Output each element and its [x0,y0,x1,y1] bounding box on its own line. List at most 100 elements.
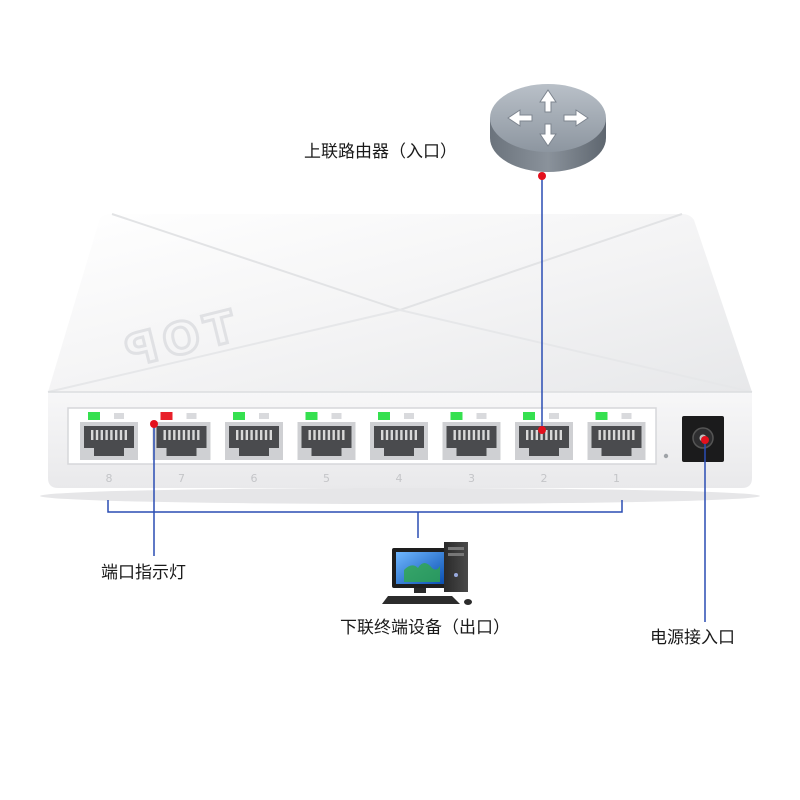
port-pin [105,430,108,440]
port-pin [182,430,186,440]
label-downlink-device: 下联终端设备（出口） [340,618,510,638]
port-led-6 [233,412,245,420]
callout-uplink [538,172,546,434]
port-pin [100,430,103,440]
port-pin [545,430,548,440]
port-led-secondary [476,413,487,419]
port-pin [115,430,118,440]
port-pin [535,430,538,440]
port-pin [187,430,190,440]
port-pin [177,430,181,440]
switch-top-face [48,214,752,392]
port-pin [250,430,253,440]
port-number-label: 4 [396,472,403,485]
port-pin [530,430,534,440]
port-pin [192,430,195,440]
callout-power [701,436,709,622]
port-pin [124,430,127,440]
port-pin [260,430,263,440]
label-power-input: 电源接入口 [650,628,735,648]
port-number-label: 8 [106,472,113,485]
port-pin [91,430,94,440]
port-led-4 [378,412,390,420]
port-number-label: 1 [613,472,620,485]
port-led-5 [305,412,318,420]
power-led [663,453,669,459]
label-port-indicator: 端口指示灯 [101,563,186,583]
port-pin [608,430,611,440]
port-pin [322,430,326,440]
port-pin [342,430,345,440]
ethernet-port-5[interactable] [297,412,356,460]
port-led-secondary [549,413,559,419]
port-led-8 [88,412,100,420]
port-pin [264,430,268,440]
port-pin [313,430,316,440]
port-pin [472,430,476,440]
port-pin [245,430,248,440]
port-pin [236,430,239,440]
port-pin [390,430,393,440]
router-icon [490,84,606,172]
ethernet-port-2[interactable] [515,412,573,460]
port-pin [550,430,553,440]
port-led-2 [523,412,535,420]
ethernet-port-1[interactable] [587,412,646,460]
ethernet-port-6[interactable] [225,412,283,460]
port-number-label: 5 [323,472,330,485]
port-pin [318,430,321,440]
desktop-computer-icon [382,542,472,605]
port-led-3 [450,412,463,420]
port-number-label: 6 [251,472,258,485]
port-pin [603,430,606,440]
port-number-label: 7 [178,472,185,485]
port-pin [414,430,417,440]
port-pin [400,430,403,440]
port-led-secondary [404,413,414,419]
port-led-secondary [331,413,342,419]
port-pin [168,430,171,440]
port-pin [482,430,485,440]
ethernet-port-3[interactable] [442,412,501,460]
port-pin [598,430,601,440]
port-led-secondary [186,413,197,419]
port-pin [554,430,558,440]
port-pin [467,430,471,440]
port-pin [559,430,562,440]
port-pin [395,430,398,440]
port-pin [327,430,331,440]
ethernet-port-8[interactable] [80,412,138,460]
port-pin [463,430,466,440]
port-pin [308,430,311,440]
ethernet-port-4[interactable] [370,412,428,460]
port-pin [617,430,621,440]
port-pin [487,430,490,440]
port-led-1 [595,412,608,420]
ethernet-port-7[interactable] [152,412,211,460]
label-uplink-router: 上联路由器（入口） [304,142,457,162]
port-pin [622,430,625,440]
port-pin [381,430,384,440]
port-pin [255,430,258,440]
port-pin [540,430,543,440]
port-pin [409,430,413,440]
port-pin [173,430,176,440]
downlink-bracket [107,500,623,538]
port-led-secondary [114,413,124,419]
port-number-label: 3 [468,472,475,485]
port-led-secondary [259,413,269,419]
port-pin [612,430,616,440]
port-pin [95,430,99,440]
port-pin [197,430,200,440]
port-pin [240,430,244,440]
port-pin [269,430,272,440]
port-pin [627,430,630,440]
port-pin [632,430,635,440]
port-pin [337,430,340,440]
port-pin [458,430,461,440]
callout-port-led [150,420,158,556]
port-pin [453,430,456,440]
port-number-label: 2 [541,472,548,485]
port-led-secondary [621,413,632,419]
port-pin [332,430,335,440]
